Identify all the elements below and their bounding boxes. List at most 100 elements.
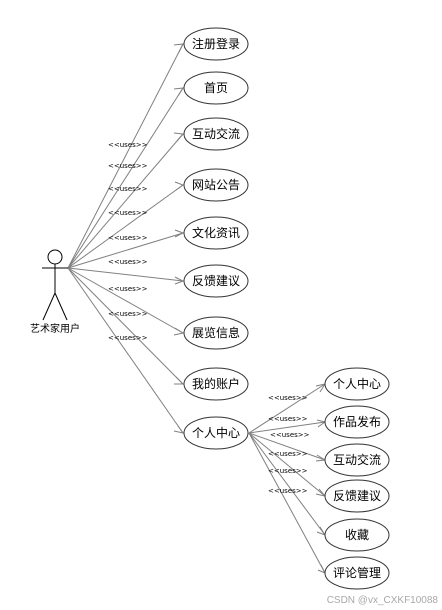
use-case-personal-center: 个人中心 — [183, 416, 249, 450]
stereotype-label: <<uses>> — [268, 467, 308, 475]
arrowhead-register — [173, 43, 184, 53]
use-case-ellipse — [183, 316, 249, 350]
association-interaction — [67, 133, 184, 269]
stereotype-label: <<uses>> — [270, 431, 310, 439]
arrowhead-sub-publish — [316, 419, 327, 428]
use-case-label: 文化资讯 — [192, 225, 240, 240]
use-case-label: 展览信息 — [192, 325, 240, 340]
use-case-label: 互动交流 — [192, 126, 240, 141]
association-exhibition — [67, 267, 184, 334]
use-case-label: 网站公告 — [192, 178, 240, 192]
use-case-ellipse — [183, 27, 249, 61]
arrowhead-home — [173, 87, 184, 97]
stereotype-label: <<uses>> — [268, 394, 308, 402]
use-case-culture-news: 文化资讯 — [183, 216, 249, 250]
use-case-interaction: 互动交流 — [183, 117, 249, 151]
use-case-label: 反馈建议 — [192, 274, 240, 288]
arrowhead-sub-comments — [317, 564, 327, 574]
association-sub-comments — [248, 432, 326, 574]
use-case-label: 反馈建议 — [333, 489, 381, 503]
use-case-label: 注册登录 — [192, 36, 240, 51]
use-case-exhibition: 展览信息 — [183, 316, 249, 350]
use-case-label: 作品发布 — [333, 414, 381, 429]
use-case-ellipse — [324, 405, 390, 439]
association-register — [67, 43, 184, 269]
use-case-ellipse — [324, 556, 390, 590]
use-case-feedback: 反馈建议 — [183, 264, 249, 298]
use-case-ellipse — [324, 518, 390, 552]
actor-label: 艺术家用户 — [30, 322, 80, 335]
sub-use-cases: 个人中心 作品发布 互动交流 反馈建议 收藏 评论管理 — [324, 367, 390, 590]
association-sub-favorites — [248, 432, 326, 536]
use-case-ellipse — [324, 479, 390, 513]
use-case-sub-comments: 评论管理 — [324, 556, 390, 590]
use-case-ellipse — [324, 443, 390, 477]
use-case-ellipse — [324, 367, 390, 401]
stereotype-label: <<uses>> — [108, 234, 148, 242]
use-case-sub-publish: 作品发布 — [324, 405, 390, 439]
stereotype-label: <<uses>> — [268, 415, 308, 423]
use-case-label: 我的账户 — [192, 376, 240, 391]
use-case-announcements: 网站公告 — [183, 168, 249, 202]
use-case-sub-feedback: 反馈建议 — [324, 479, 390, 513]
use-case-home: 首页 — [183, 71, 249, 105]
use-case-sub-personal-center: 个人中心 — [324, 367, 390, 401]
watermark: CSDN @vx_CXKF10088 — [326, 595, 438, 606]
association-sub-feedback — [248, 432, 326, 497]
arrowhead-personal-center — [173, 425, 185, 434]
use-case-ellipse — [183, 117, 249, 151]
association-home — [67, 87, 184, 269]
actor-figure — [42, 249, 68, 321]
association-sub-publish — [248, 421, 326, 434]
use-case-ellipse — [183, 367, 249, 401]
arrowhead-culture-news — [174, 229, 185, 238]
actor-stereotypes: <<uses>> <<uses>> <<uses>> <<uses>> <<us… — [108, 141, 148, 342]
association-announcements — [67, 184, 184, 269]
stereotype-label: <<uses>> — [108, 334, 148, 342]
arrowhead-feedback — [174, 276, 185, 285]
use-case-label: 首页 — [204, 81, 228, 95]
stereotype-label: <<uses>> — [108, 141, 148, 149]
use-case-ellipse — [183, 416, 249, 450]
association-sub-interaction — [248, 432, 326, 461]
use-case-ellipse — [183, 216, 249, 250]
arrowhead-exhibition — [173, 327, 185, 336]
association-personal-center — [67, 267, 184, 434]
use-case-label: 个人中心 — [192, 425, 240, 440]
stereotype-label: <<uses>> — [108, 162, 148, 170]
stereotype-label: <<uses>> — [108, 310, 148, 318]
stereotype-label: <<uses>> — [108, 185, 148, 193]
use-case-sub-interaction: 互动交流 — [324, 443, 390, 477]
use-case-ellipse — [183, 168, 249, 202]
actor-head — [47, 249, 63, 265]
stereotype-label: <<uses>> — [268, 487, 308, 495]
actor-associations — [67, 43, 184, 434]
arrowheads — [173, 43, 185, 434]
association-sub-personal-center — [248, 383, 326, 434]
use-case-label: 评论管理 — [333, 565, 381, 580]
use-case-label: 收藏 — [345, 528, 369, 542]
stereotype-label: <<uses>> — [108, 209, 148, 217]
stereotype-label: <<uses>> — [108, 285, 148, 293]
sub-arrowheads — [315, 383, 327, 574]
sub-stereotypes: <<uses>> <<uses>> <<uses>> <<uses>> <<us… — [268, 394, 310, 495]
association-my-account — [67, 267, 184, 385]
actor-left-leg — [42, 292, 56, 321]
association-feedback — [67, 267, 184, 282]
use-case-register: 注册登录 — [183, 27, 249, 61]
use-case-ellipse — [183, 71, 249, 105]
use-case-label: 个人中心 — [333, 376, 381, 391]
association-culture-news — [67, 232, 184, 269]
use-case-label: 互动交流 — [333, 452, 381, 467]
arrowhead-my-account — [174, 376, 185, 385]
actor-right-leg — [54, 292, 68, 321]
arrowhead-sub-favorites — [316, 526, 327, 536]
stereotype-label: <<uses>> — [268, 450, 308, 458]
main-use-cases: 注册登录 首页 互动交流 网站公告 文化资讯 反馈建议 展览信息 我的账户 — [183, 27, 249, 450]
use-case-my-account: 我的账户 — [183, 367, 249, 401]
stereotype-label: <<uses>> — [108, 258, 148, 266]
arrowhead-announcements — [174, 181, 185, 191]
arrowhead-interaction — [173, 132, 184, 142]
use-case-ellipse — [183, 264, 249, 298]
